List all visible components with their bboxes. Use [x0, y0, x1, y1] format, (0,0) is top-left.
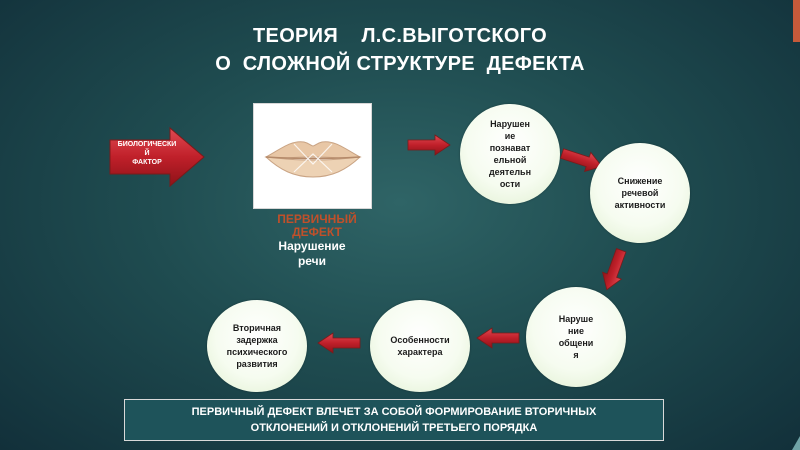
node-developmental-delay: Вторичная задержка психического развития — [207, 300, 307, 392]
primary-defect-description: Нарушение речи — [278, 239, 346, 268]
slide-title: ТЕОРИЯ Л.С.ВЫГОТСКОГО О СЛОЖНОЙ СТРУКТУР… — [140, 22, 660, 78]
title-line-1: ТЕОРИЯ Л.С.ВЫГОТСКОГО — [253, 25, 547, 47]
arrow-down-icon — [601, 248, 627, 291]
arrow-down-right-icon — [560, 148, 603, 172]
conclusion-box: ПЕРВИЧНЫЙ ДЕФЕКТ ВЛЕЧЕТ ЗА СОБОЙ ФОРМИРО… — [124, 399, 664, 441]
corner-accent — [793, 0, 800, 42]
title-line-2: О СЛОЖНОЙ СТРУКТУРЕ ДЕФЕКТА — [215, 53, 585, 75]
node-cognitive-text: Нарушен ие познават ельной деятельн ости — [488, 119, 532, 189]
lips-image — [253, 103, 372, 209]
node-communication: Наруше ние общени я — [526, 287, 626, 387]
node-delay-text: Вторичная задержка психического развития — [226, 323, 288, 369]
primary-defect-label: ПЕРВИЧНЫЙ ДЕФЕКТ — [277, 212, 357, 239]
node-character-text: Особенности характера — [390, 335, 450, 357]
corner-triangle — [792, 436, 800, 450]
node-character: Особенности характера — [370, 300, 470, 392]
arrow-left-icon — [476, 327, 520, 349]
lips-icon — [264, 141, 362, 178]
biological-factor-label: БИОЛОГИЧЕСКИ Й ФАКТОР — [117, 141, 177, 166]
node-communication-text: Наруше ние общени я — [558, 314, 594, 360]
node-cognitive-impairment: Нарушен ие познават ельной деятельн ости — [460, 104, 560, 204]
conclusion-text: ПЕРВИЧНЫЙ ДЕФЕКТ ВЛЕЧЕТ ЗА СОБОЙ ФОРМИРО… — [191, 406, 597, 434]
arrow-right-icon — [407, 134, 451, 156]
arrow-left-icon — [317, 332, 361, 354]
node-speech-activity-text: Снижение речевой активности — [614, 176, 666, 210]
biological-factor-arrow-icon — [109, 126, 205, 188]
node-speech-activity: Снижение речевой активности — [590, 143, 690, 243]
